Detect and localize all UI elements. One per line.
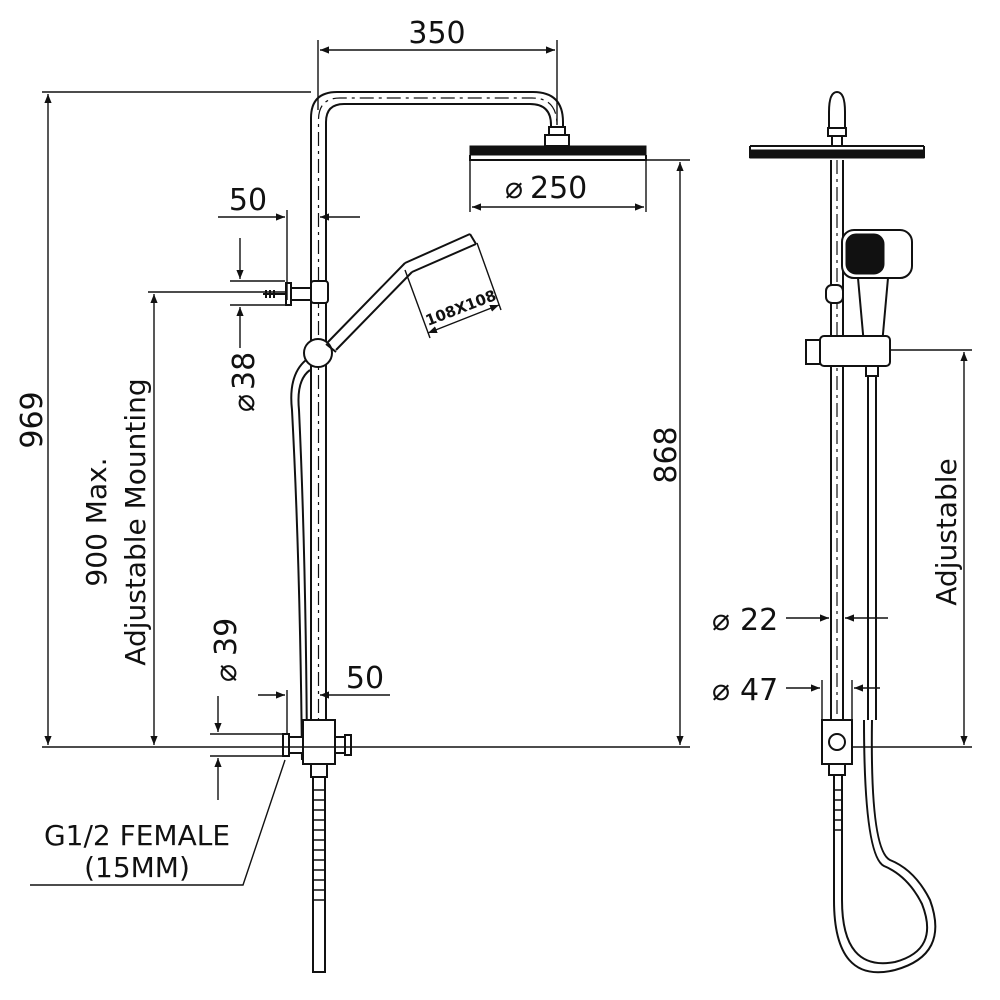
label-adjustable: Adjustable (930, 458, 963, 605)
label-rail-diameter: 22 (740, 603, 778, 638)
inlet-callout: G1/2 FEMALE (15MM) (30, 759, 286, 886)
label-outlet-diameter: 39 (209, 618, 244, 656)
dim-mounting-range: 900 Max. Adjustable Mounting (80, 291, 285, 745)
label-outlet-offset: 50 (346, 661, 384, 696)
hand-shower (303, 233, 477, 368)
side-hose (833, 376, 937, 974)
side-riser-rail (827, 90, 847, 720)
side-shower-head (749, 145, 925, 159)
dim-slider-diameter: ⌀ 47 (712, 673, 880, 720)
label-mounting: Adjustable Mounting (119, 378, 152, 665)
wall-bracket (263, 280, 329, 306)
side-outlet-elbow (821, 719, 853, 776)
riser-rail (310, 91, 564, 740)
dim-head-height: 868 (646, 159, 690, 745)
dim-outlet-offset: 50 (258, 661, 390, 734)
flexible-hose (290, 359, 311, 761)
diameter-symbol: ⌀ (712, 603, 730, 638)
label-arm-length: 350 (408, 16, 465, 51)
label-overall-height: 969 (15, 391, 50, 448)
diameter-symbol: ⌀ (209, 664, 244, 682)
label-mounting-max: 900 Max. (80, 457, 113, 586)
dim-outlet-diameter: ⌀ 39 (209, 618, 285, 800)
label-hand-shower-size: 108X108 (423, 286, 499, 329)
side-hand-shower (805, 229, 913, 377)
diameter-symbol: ⌀ (227, 394, 262, 412)
dim-bracket-diameter: ⌀ 38 (227, 238, 285, 412)
diameter-symbol: ⌀ (505, 171, 523, 206)
label-inlet-spec: G1/2 FEMALE (44, 819, 230, 852)
label-inlet-size: (15MM) (84, 851, 190, 884)
diameter-symbol: ⌀ (712, 673, 730, 708)
dim-arm-length: 350 (317, 16, 558, 125)
side-view: ⌀ 22 ⌀ 47 Adjustable (712, 90, 972, 974)
dim-adjustable-range: Adjustable (852, 349, 972, 748)
dim-overall-height: 969 (15, 91, 690, 748)
label-head-height: 868 (649, 426, 684, 483)
dim-bracket-offset: 50 (218, 183, 360, 300)
label-head-diameter: 250 (530, 171, 587, 206)
dim-head-diameter: ⌀ 250 (469, 160, 647, 212)
dim-rail-diameter: ⌀ 22 (712, 603, 888, 638)
label-bracket-offset: 50 (229, 183, 267, 218)
front-view: 350 969 ⌀ 250 868 50 (15, 16, 690, 973)
outlet-elbow (282, 719, 352, 973)
label-slider-diameter: 47 (740, 673, 778, 708)
label-bracket-diameter: 38 (227, 352, 262, 390)
overhead-shower-head (469, 126, 647, 161)
